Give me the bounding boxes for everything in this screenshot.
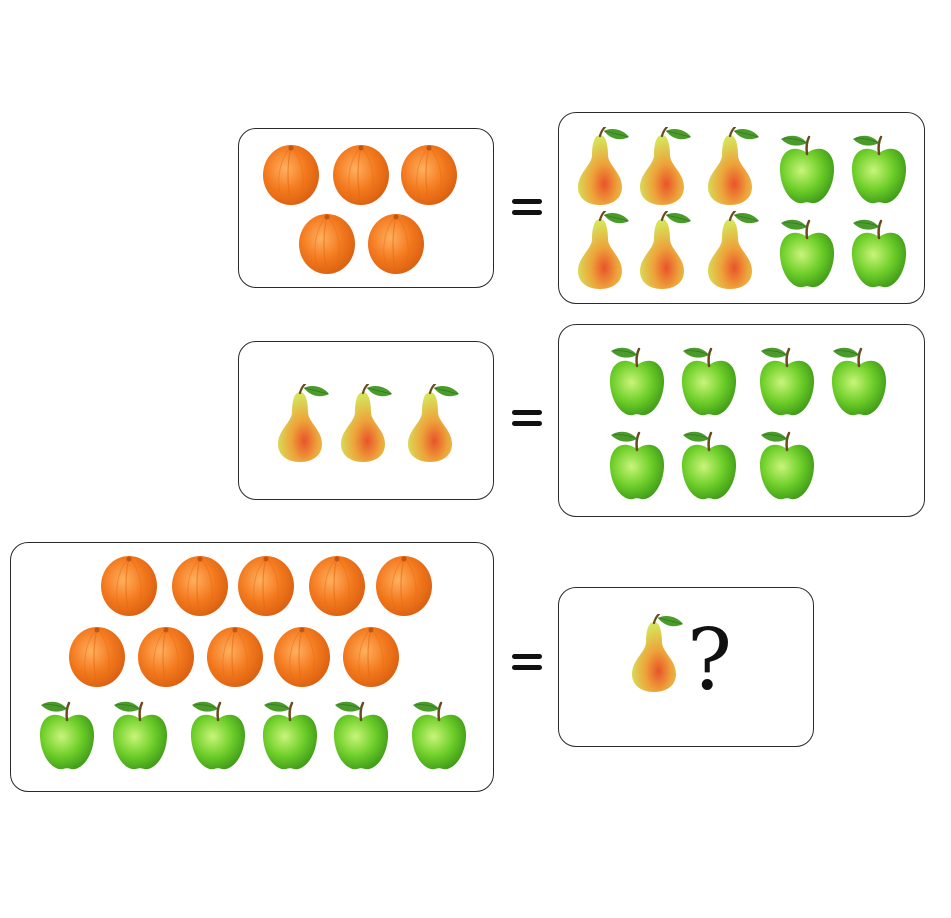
apple-icon	[757, 423, 817, 503]
orange-icon	[272, 611, 332, 691]
equation-1-left-panel	[238, 128, 494, 288]
pear-icon	[703, 127, 763, 207]
orange-icon	[374, 540, 434, 620]
orange-icon	[331, 129, 391, 209]
equals-sign-icon	[512, 652, 542, 672]
orange-icon	[399, 129, 459, 209]
equals-sign-icon	[512, 408, 542, 428]
pear-icon	[703, 211, 763, 291]
apple-icon	[757, 339, 817, 419]
orange-icon	[136, 611, 196, 691]
apple-icon	[607, 423, 667, 503]
apple-icon	[331, 693, 391, 773]
pear-icon	[403, 384, 463, 464]
apple-icon	[260, 693, 320, 773]
orange-icon	[261, 129, 321, 209]
pear-icon	[635, 127, 695, 207]
apple-icon	[679, 423, 739, 503]
apple-icon	[110, 693, 170, 773]
pear-icon	[627, 614, 687, 694]
apple-icon	[679, 339, 739, 419]
apple-icon	[409, 693, 469, 773]
apple-icon	[849, 127, 909, 207]
apple-icon	[607, 339, 667, 419]
pear-icon	[336, 384, 396, 464]
orange-icon	[99, 540, 159, 620]
apple-icon	[777, 211, 837, 291]
pear-icon	[573, 211, 633, 291]
apple-icon	[829, 339, 889, 419]
orange-icon	[170, 540, 230, 620]
equation-2-right-panel	[558, 324, 925, 517]
orange-icon	[341, 611, 401, 691]
equation-2-left-panel	[238, 341, 494, 500]
apple-icon	[188, 693, 248, 773]
orange-icon	[67, 611, 127, 691]
orange-icon	[307, 540, 367, 620]
pear-icon	[635, 211, 695, 291]
apple-icon	[777, 127, 837, 207]
equation-3-left-panel	[10, 542, 494, 792]
orange-icon	[236, 540, 296, 620]
equation-1-right-panel	[558, 112, 925, 304]
equals-sign-icon	[512, 197, 542, 217]
orange-icon	[297, 198, 357, 278]
orange-icon	[366, 198, 426, 278]
question-mark: ?	[687, 611, 733, 709]
apple-icon	[849, 211, 909, 291]
pear-icon	[273, 384, 333, 464]
orange-icon	[205, 611, 265, 691]
pear-icon	[573, 127, 633, 207]
apple-icon	[37, 693, 97, 773]
equation-3-right-panel: ?	[558, 587, 814, 747]
